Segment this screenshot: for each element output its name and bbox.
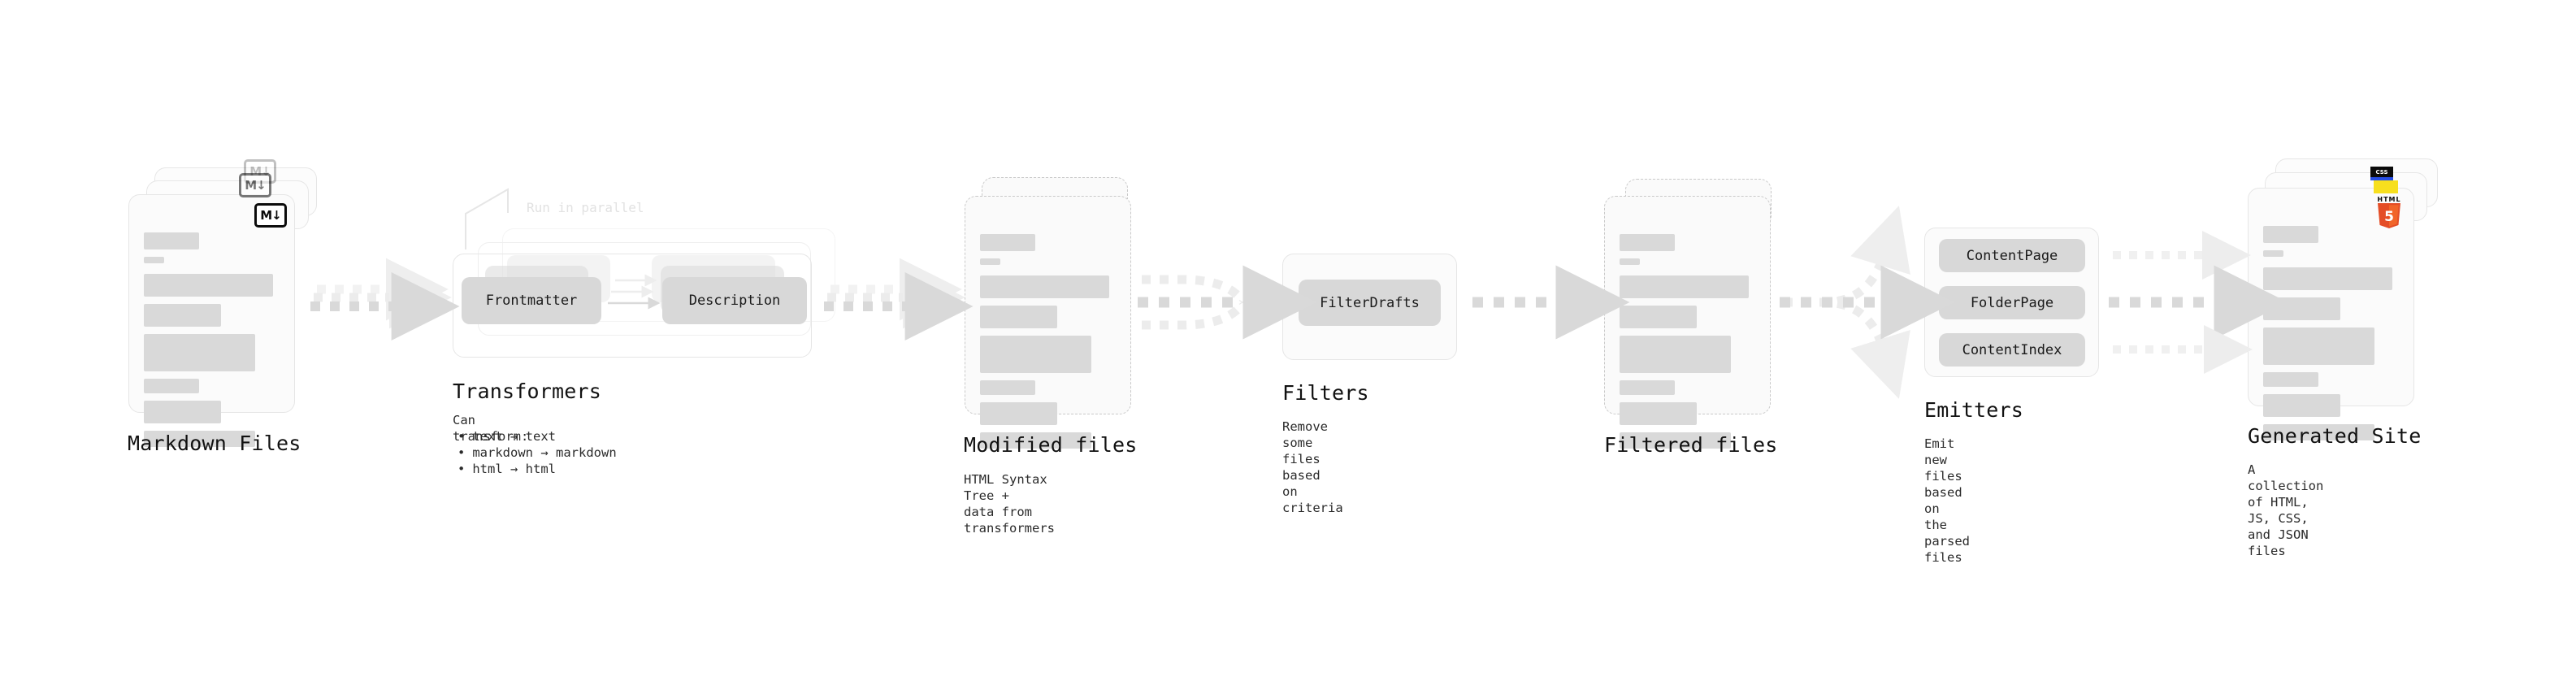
skeleton-bar — [2263, 297, 2341, 320]
pill-description[interactable]: Description — [662, 277, 807, 324]
stage-title-markdown-files: Markdown Files — [128, 432, 301, 455]
skeleton-bars — [144, 232, 280, 454]
connector-markdown-to-transformers — [310, 258, 460, 340]
modified-files-description: HTML Syntax Tree + data from transformer… — [964, 472, 1055, 536]
connector-filtered-to-emitters — [1780, 206, 1955, 399]
markdown-badge: M↓ — [254, 203, 287, 228]
stage-title-filtered-files: Filtered files — [1604, 433, 1778, 457]
run-in-parallel-label: Run in parallel — [527, 200, 644, 215]
skeleton-bar — [980, 380, 1036, 395]
skeleton-bar — [980, 275, 1109, 298]
js-badge — [2374, 180, 2398, 193]
skeleton-bar — [2263, 267, 2392, 290]
skeleton-bar — [2263, 372, 2319, 387]
skeleton-bar — [144, 304, 222, 327]
stage-title-filters: Filters — [1282, 381, 1369, 405]
skeleton-bar — [980, 306, 1058, 328]
pill-contentindex[interactable]: ContentIndex — [1939, 333, 2085, 367]
skeleton-bar — [144, 379, 200, 393]
connector-emitters-to-site — [2109, 231, 2288, 374]
skeleton-bar — [2263, 424, 2374, 440]
skeleton-bar — [1620, 234, 1676, 251]
skeleton-bar — [1620, 258, 1641, 265]
skeleton-bars — [2263, 226, 2399, 448]
svg-text:5: 5 — [2384, 209, 2394, 225]
skeleton-bar — [2263, 250, 2284, 257]
skeleton-bar — [1620, 275, 1749, 298]
skeleton-bar — [980, 234, 1036, 251]
filtered-card-front — [1604, 196, 1771, 449]
skeleton-bar — [2263, 394, 2341, 417]
bullet-item: markdown → markdown — [453, 445, 616, 461]
connector-transformers-to-modified — [824, 258, 974, 340]
stage-title-modified-files: Modified files — [964, 433, 1138, 457]
skeleton-bar — [144, 431, 255, 447]
emitters-description: Emit new files based on the parsed files — [1924, 436, 1970, 565]
skeleton-bar — [1620, 380, 1676, 395]
skeleton-bar — [144, 334, 255, 371]
markdown-card-front — [128, 194, 295, 447]
generated-site-description: A collection of HTML, JS, CSS, and JSON … — [2248, 462, 2324, 558]
skeleton-bars — [980, 234, 1116, 456]
connector-modified-to-filters — [1138, 265, 1317, 340]
css-badge: CSS — [2370, 167, 2393, 180]
html5-badge: HTML 5 — [2375, 196, 2403, 228]
skeleton-bar — [2263, 327, 2374, 365]
skeleton-bar — [1620, 306, 1698, 328]
skeleton-bars — [1620, 234, 1755, 456]
pill-filterdrafts[interactable]: FilterDrafts — [1299, 280, 1441, 326]
skeleton-bar — [980, 402, 1058, 425]
modified-card-front — [965, 196, 1131, 449]
bullet-item: html → html — [453, 461, 617, 477]
skeleton-bar — [980, 336, 1091, 373]
skeleton-bar — [144, 232, 200, 249]
stage-title-emitters: Emitters — [1924, 398, 2024, 422]
skeleton-bar — [144, 274, 273, 297]
markdown-badge-back-1: M↓ — [239, 173, 271, 197]
skeleton-bar — [980, 258, 1001, 265]
skeleton-bar — [1620, 402, 1698, 425]
pill-folderpage[interactable]: FolderPage — [1939, 286, 2085, 319]
stage-title-transformers: Transformers — [453, 380, 602, 403]
html5-badge-word: HTML — [2377, 196, 2401, 203]
filters-description: Remove some files based on criteria — [1282, 419, 1343, 515]
pill-contentpage[interactable]: ContentPage — [1939, 239, 2085, 272]
skeleton-bar — [144, 401, 222, 423]
skeleton-bar — [980, 432, 1091, 449]
stage-title-generated-site: Generated Site — [2248, 424, 2422, 448]
pill-frontmatter[interactable]: Frontmatter — [462, 277, 601, 324]
skeleton-bar — [2263, 226, 2319, 243]
transformers-bullets: text → text markdown → markdown html → h… — [453, 428, 617, 477]
bullet-item: text → text — [453, 428, 617, 445]
skeleton-bar — [1620, 432, 1731, 449]
skeleton-bar — [1620, 336, 1731, 373]
skeleton-bar — [144, 257, 165, 263]
